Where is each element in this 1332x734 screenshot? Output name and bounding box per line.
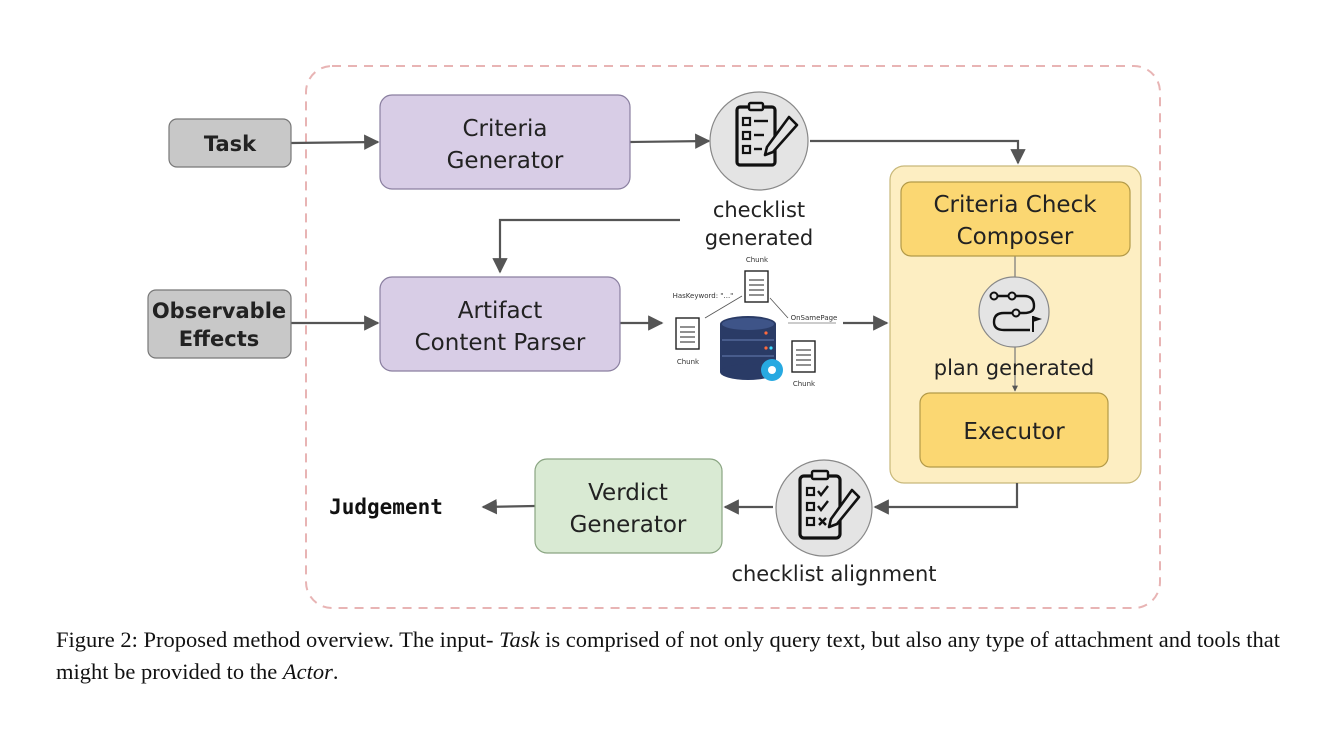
verdict-label-line1: Verdict xyxy=(588,480,668,506)
connectors xyxy=(290,133,1026,515)
plan-route-icon xyxy=(978,276,1050,348)
chunk-label-left: Chunk xyxy=(677,358,700,366)
composer-label-line2: Composer xyxy=(957,224,1074,250)
database-icon xyxy=(720,316,783,381)
chunk-graph: Chunk Chunk Chunk HasKeyword: "..." OnSa… xyxy=(673,256,838,388)
checklist-generated-line2: generated xyxy=(705,226,813,250)
figure-caption: Figure 2: Proposed method overview. The … xyxy=(56,624,1286,688)
task-label: Task xyxy=(204,132,257,156)
system-boundary xyxy=(305,65,1161,609)
document-icon-right xyxy=(791,340,816,373)
caption-suffix: . xyxy=(332,659,339,684)
checklist-generated-line1: checklist xyxy=(713,198,805,222)
judgement-label: Judgement xyxy=(329,495,443,519)
verdict-label-line2: Generator xyxy=(570,512,687,538)
plan-generated-label: plan generated xyxy=(934,356,1094,380)
executor-node: Executor xyxy=(919,392,1109,468)
criteria-generator-label-line1: Criteria xyxy=(462,116,547,142)
observable-effects-node: Observable Effects xyxy=(147,289,292,359)
criteria-generator-label-line2: Generator xyxy=(447,148,564,174)
caption-actor-symbol: Actor xyxy=(282,659,333,684)
arrow-task-to-criteria-generator xyxy=(290,134,380,150)
observable-effects-label-line2: Effects xyxy=(179,327,260,351)
has-keyword-label: HasKeyword: "..." xyxy=(673,292,734,300)
checklist-alignment-label: checklist alignment xyxy=(731,562,936,586)
artifact-parser-label-line2: Content Parser xyxy=(415,330,586,356)
chunk-label-right: Chunk xyxy=(793,380,816,388)
artifact-parser-label-line1: Artifact xyxy=(458,298,542,324)
chunk-label-top: Chunk xyxy=(746,256,769,264)
arrow-verdict-to-judgement xyxy=(481,499,536,515)
checklist-icon xyxy=(709,91,809,191)
document-icon-top xyxy=(744,270,769,303)
arrow-executor-to-alignment xyxy=(873,483,1019,515)
artifact-content-parser-node: Artifact Content Parser xyxy=(379,276,621,372)
arrow-criteria-generator-to-checklist xyxy=(629,133,711,149)
task-node: Task xyxy=(168,118,292,168)
method-overview-diagram: Task Observable Effects Criteria Generat… xyxy=(147,65,1161,609)
document-icon-left xyxy=(675,317,700,350)
arrow-checklist-to-parser xyxy=(492,218,680,274)
observable-effects-label-line1: Observable xyxy=(152,299,286,323)
executor-label: Executor xyxy=(963,419,1065,445)
verdict-generator-node: Verdict Generator xyxy=(534,458,723,554)
arrow-checklist-to-composer xyxy=(810,139,1026,165)
criteria-generator-node: Criteria Generator xyxy=(379,94,631,190)
criteria-check-composer-node: Criteria Check Composer xyxy=(900,181,1131,257)
composer-label-line1: Criteria Check xyxy=(933,192,1097,218)
caption-prefix: Figure 2: Proposed method overview. The … xyxy=(56,627,494,652)
caption-task-symbol: Task xyxy=(499,627,540,652)
checklist-alignment-icon xyxy=(775,459,873,557)
on-same-page-label: OnSamePage xyxy=(791,314,838,322)
caption-middle: is comprised of not only query text, but… xyxy=(56,627,1280,684)
